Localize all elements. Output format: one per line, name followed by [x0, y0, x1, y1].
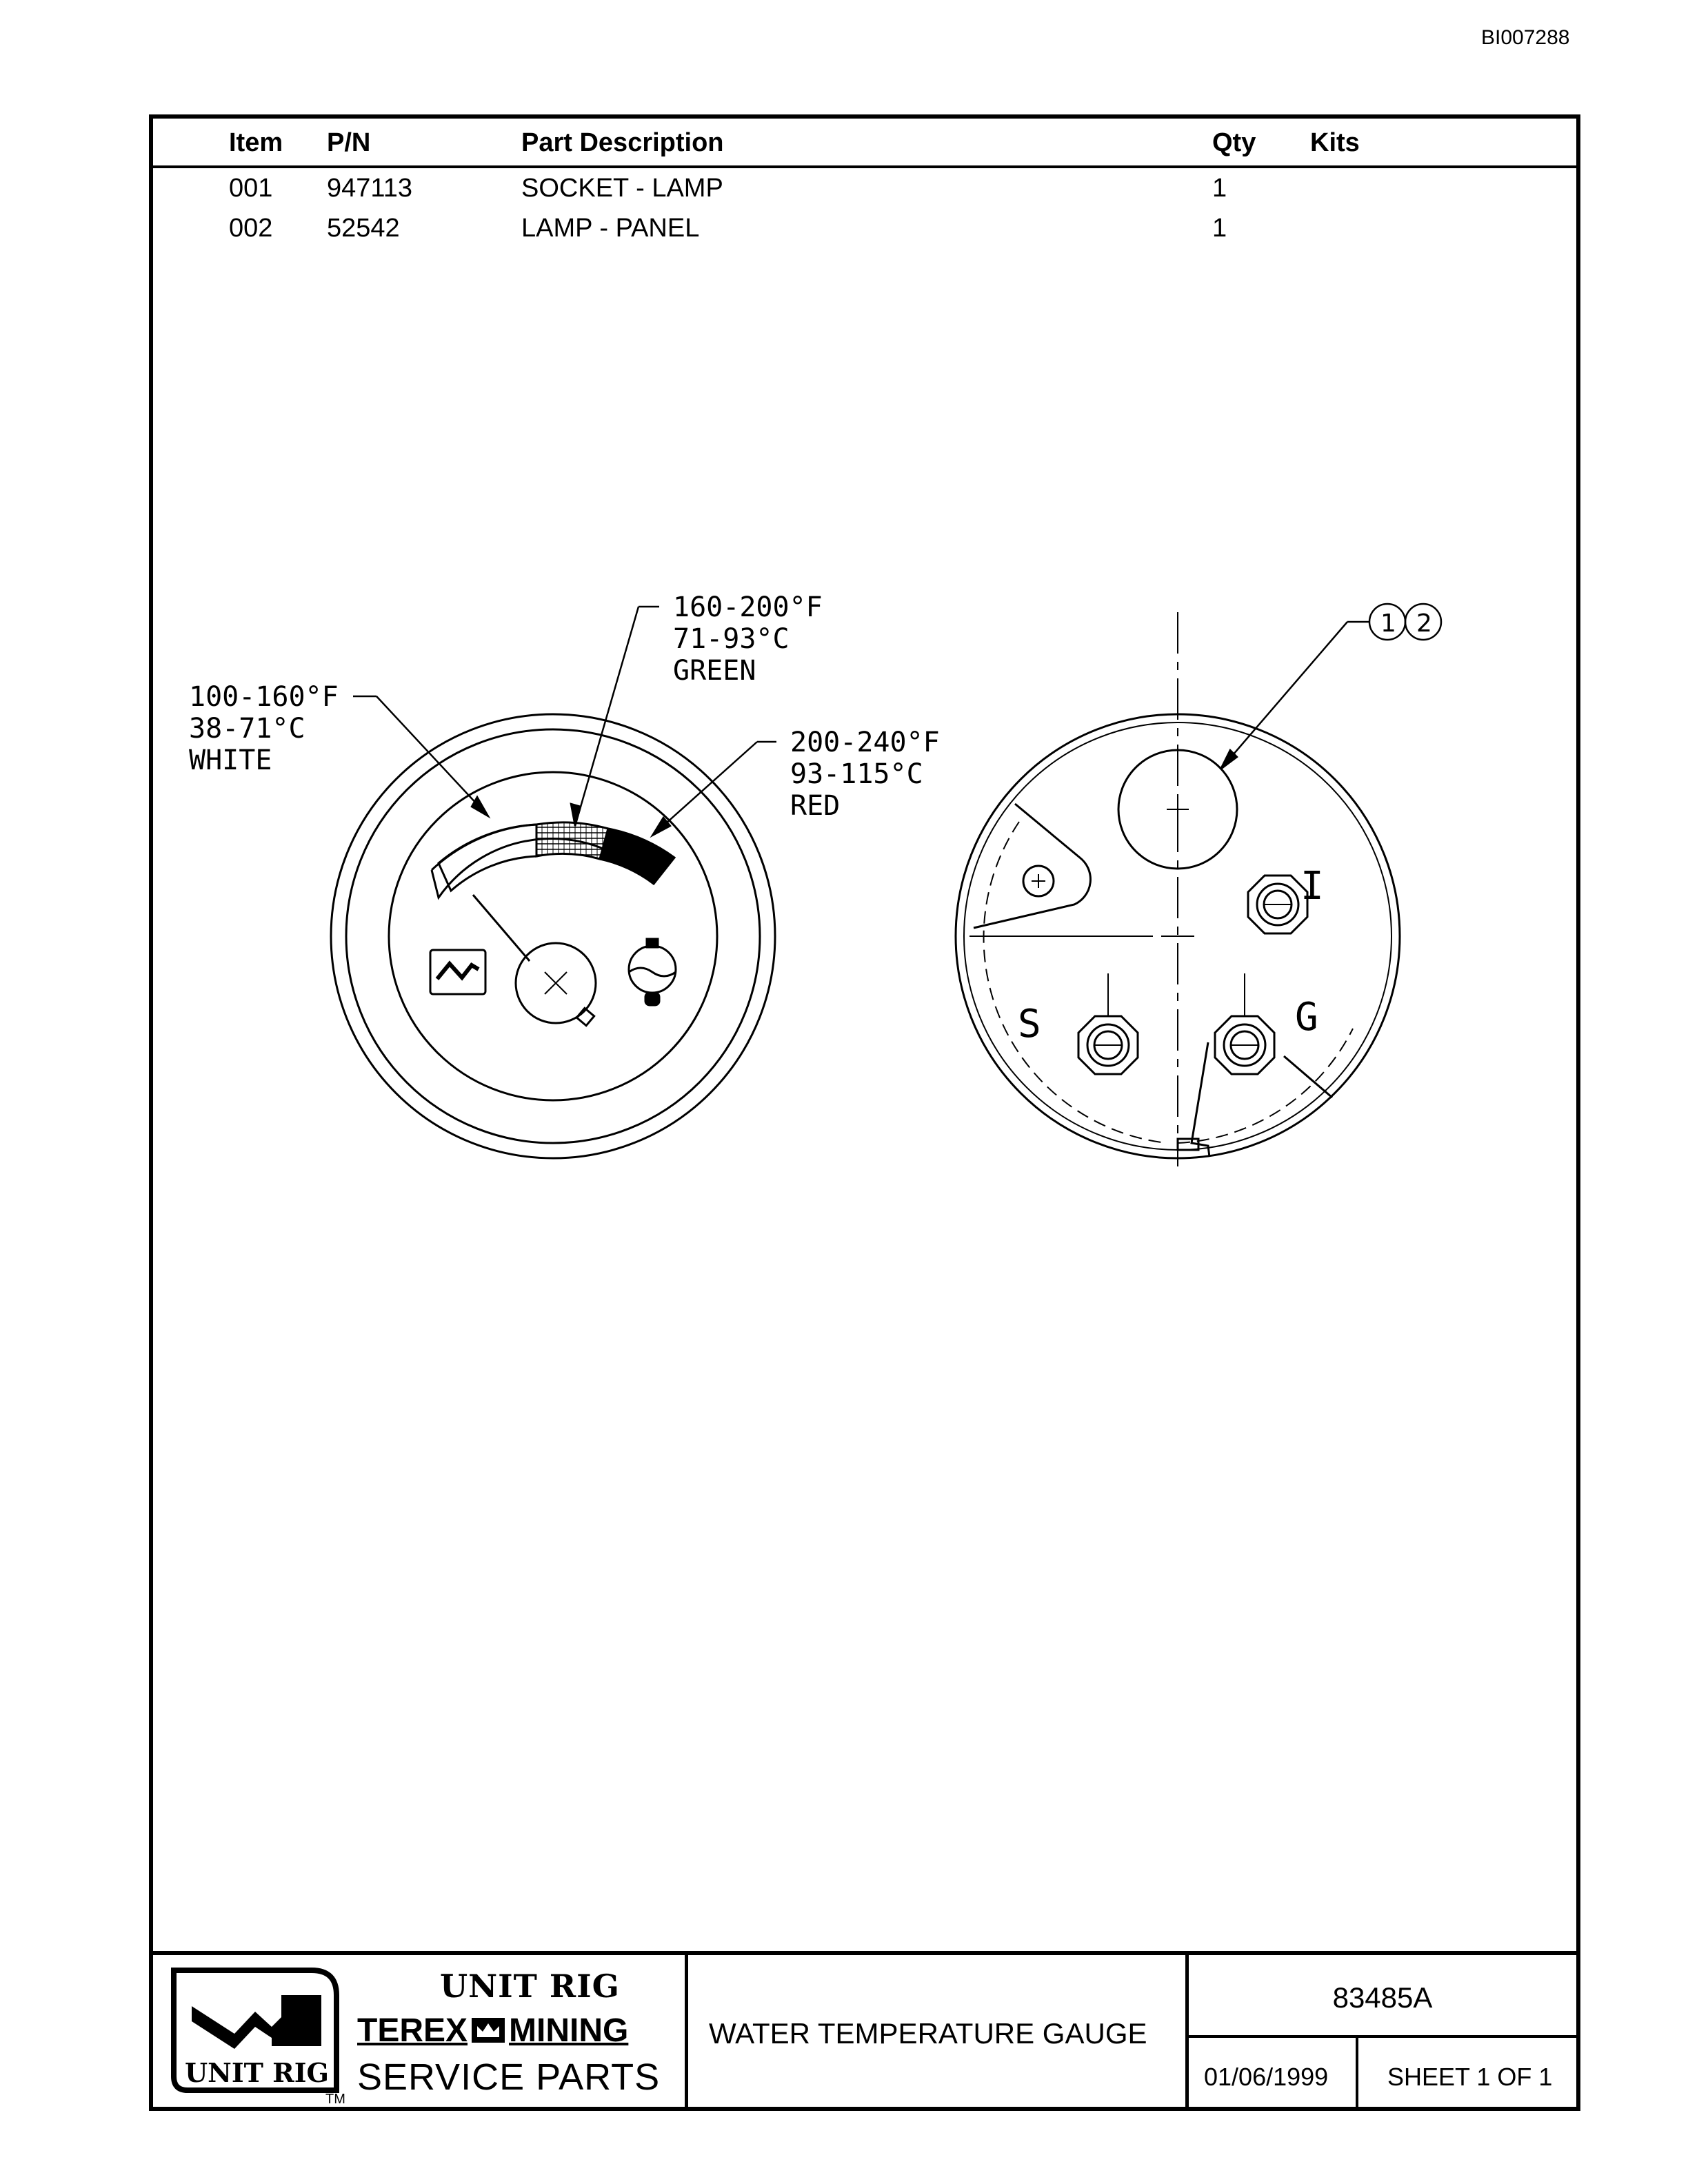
header-pn: P/N: [327, 128, 371, 157]
trademark: TM: [325, 2092, 345, 2107]
title-cell: WATER TEMPERATURE GAUGE: [688, 1955, 1189, 2111]
brand-service-parts: SERVICE PARTS: [357, 2056, 661, 2098]
callout-red-c: 93-115°C: [790, 758, 923, 790]
info-cell: 83485A 01/06/1999 SHEET 1 OF 1: [1189, 1955, 1576, 2111]
sheet-number: SHEET 1 OF 1: [1387, 2063, 1553, 2091]
callout-green: 160-200°F 71-93°C GREEN: [673, 592, 823, 687]
table-row: 001 947113 SOCKET - LAMP 1: [153, 174, 1576, 214]
terminal-s-nut: [1077, 1015, 1139, 1075]
callout-white-f: 100-160°F: [189, 681, 339, 713]
header-item: Item: [229, 128, 283, 157]
row-qty: 1: [1212, 214, 1227, 243]
sheet-cell: SHEET 1 OF 1: [1358, 2038, 1576, 2111]
terminal-i-nut: [1247, 874, 1309, 935]
mounting-hole: [1022, 865, 1055, 898]
brand-terex-mining: TEREX MINING: [357, 2012, 628, 2050]
dial-white-band-left: [430, 823, 537, 871]
callout-white-color: WHITE: [189, 745, 272, 776]
table-row: 002 52542 LAMP - PANEL 1: [153, 214, 1576, 254]
engine-icon: [429, 949, 487, 995]
row-pn: 947113: [327, 174, 412, 203]
gauge-hub: [514, 942, 597, 1024]
callout-red-f: 200-240°F: [790, 727, 940, 758]
drawing-title: WATER TEMPERATURE GAUGE: [709, 2017, 1147, 2050]
row-item: 002: [229, 214, 273, 243]
terminal-i-label: I: [1300, 864, 1324, 909]
parts-table-header: Item P/N Part Description Qty Kits: [153, 119, 1576, 168]
gauge-needle: [472, 894, 531, 962]
drawing-date: 01/06/1999: [1204, 2063, 1329, 2091]
balloon-2: 2: [1416, 609, 1432, 638]
row-item: 001: [229, 174, 273, 203]
title-block: UNIT RIG TM UNIT RIG TEREX MINING SERVICE…: [153, 1951, 1576, 2111]
gauge-drawing: 100-160°F 38-71°C WHITE 160-200°F 71-93°…: [189, 592, 1443, 1166]
row-qty: 1: [1212, 174, 1227, 203]
terminal-g-nut: [1214, 1015, 1276, 1075]
balloon-1: 1: [1380, 609, 1396, 638]
drawing-frame: Item P/N Part Description Qty Kits 001 9…: [149, 114, 1580, 2111]
logo-cell: UNIT RIG TM UNIT RIG TEREX MINING SERVICE…: [153, 1955, 688, 2111]
dial-red-band: [599, 827, 676, 886]
part-number-cell: 83485A: [1189, 1955, 1576, 2038]
crown-icon: [472, 2018, 505, 2043]
part-number: 83485A: [1332, 1981, 1433, 2014]
callout-white: 100-160°F 38-71°C WHITE: [189, 681, 339, 776]
callout-red: 200-240°F 93-115°C RED: [790, 727, 940, 822]
brand-mining: MINING: [509, 2012, 629, 2049]
row-description: SOCKET - LAMP: [521, 174, 723, 203]
logo-text: UNIT RIG: [185, 2057, 329, 2088]
date-cell: 01/06/1999: [1189, 2038, 1358, 2111]
callout-green-color: GREEN: [673, 655, 756, 687]
gauge-rear-view: [954, 612, 1401, 1166]
callout-green-c: 71-93°C: [673, 623, 790, 655]
header-description: Part Description: [521, 128, 724, 157]
document-id: BI007288: [1481, 26, 1570, 49]
callout-white-c: 38-71°C: [189, 713, 305, 745]
brand-unit-rig: UNIT RIG: [440, 1968, 620, 2005]
header-qty: Qty: [1212, 128, 1256, 157]
item-balloons: [1219, 603, 1443, 770]
header-kits: Kits: [1310, 128, 1360, 157]
callout-green-f: 160-200°F: [673, 592, 823, 623]
row-pn: 52542: [327, 214, 400, 243]
lamp-socket: [1117, 749, 1238, 870]
row-description: LAMP - PANEL: [521, 214, 700, 243]
unit-rig-logo: UNIT RIG: [171, 1968, 339, 2093]
callout-red-color: RED: [790, 790, 840, 822]
mounting-bracket: [973, 802, 1092, 929]
callout-leaders: [353, 605, 776, 838]
terminal-s-label: S: [1018, 1002, 1041, 1046]
terminal-g-label: G: [1295, 995, 1318, 1040]
brand-terex: TEREX: [357, 2012, 468, 2049]
gauge-front-view: [330, 713, 776, 1160]
